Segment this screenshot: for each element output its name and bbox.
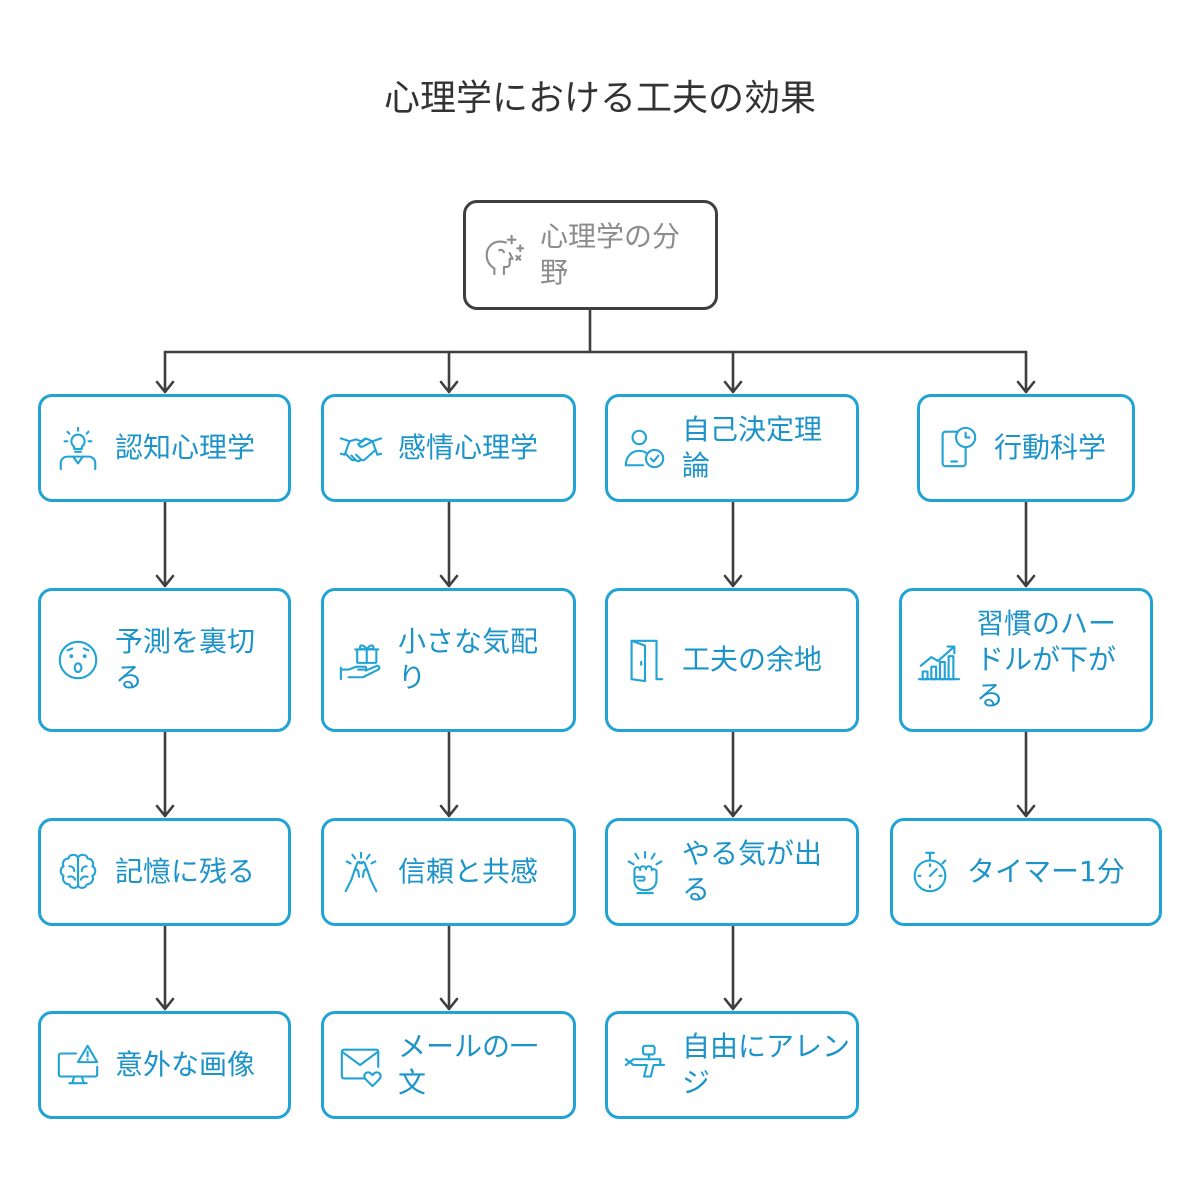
lightbulb-person-icon <box>59 426 97 471</box>
high-five-icon <box>344 851 378 893</box>
person-check-icon <box>624 429 665 469</box>
arrow-col2-1 <box>439 500 459 588</box>
stopwatch-icon <box>913 851 947 893</box>
node-email-sentence: メールの一文 <box>321 1011 576 1119</box>
envelope-heart-icon <box>340 1048 382 1088</box>
monitor-warning-icon <box>57 1044 99 1085</box>
node-label: 習慣のハードルが下がる <box>976 607 1117 712</box>
arrow-root-to-behavioral <box>1016 350 1036 394</box>
surprised-face-icon <box>58 640 98 680</box>
spray-gun-icon <box>624 1044 666 1078</box>
rising-chart-icon <box>917 645 961 681</box>
arrow-root-to-emotional <box>439 350 459 394</box>
hand-gift-icon <box>339 644 381 681</box>
node-emotional-psychology: 感情心理学 <box>321 394 576 502</box>
node-unexpected-image: 意外な画像 <box>38 1011 291 1119</box>
node-label: 認知心理学 <box>115 431 256 464</box>
node-label: 行動科学 <box>994 431 1107 464</box>
node-memorable: 記憶に残る <box>38 818 291 926</box>
arrow-col4-1 <box>1016 500 1036 588</box>
phone-clock-icon <box>941 426 977 468</box>
arrow-root-to-cognitive <box>155 350 175 394</box>
node-one-minute-timer: タイマー1分 <box>890 818 1162 926</box>
node-label: 感情心理学 <box>398 431 539 464</box>
handshake-icon <box>339 437 383 463</box>
node-psychology-fields: 心理学の分野 <box>463 200 718 310</box>
node-label: 予測を裏切る <box>115 625 256 694</box>
node-small-consideration: 小さな気配り <box>321 588 576 732</box>
node-label: 自己決定理論 <box>682 413 823 482</box>
arrow-col3-1 <box>723 500 743 588</box>
node-label: 意外な画像 <box>115 1048 256 1081</box>
node-self-determination-theory: 自己決定理論 <box>605 394 859 502</box>
arrow-root-to-self-determination <box>723 350 743 394</box>
arrow-col2-2 <box>439 730 459 818</box>
fist-icon <box>627 850 663 895</box>
node-trust-empathy: 信頼と共感 <box>321 818 576 926</box>
arrow-col3-2 <box>723 730 743 818</box>
node-free-arrangement: 自由にアレンジ <box>605 1011 859 1119</box>
node-behavioral-science: 行動科学 <box>917 394 1135 502</box>
brain-icon <box>59 853 97 889</box>
node-label: 信頼と共感 <box>398 855 539 888</box>
node-label: タイマー1分 <box>967 855 1125 888</box>
node-defy-expectations: 予測を裏切る <box>38 588 291 732</box>
node-motivation: やる気が出る <box>605 818 859 926</box>
node-label: 自由にアレンジ <box>682 1030 851 1099</box>
arrow-col1-2 <box>155 730 175 818</box>
arrow-col1-1 <box>155 500 175 588</box>
node-label: 記憶に残る <box>115 855 256 888</box>
arrow-col3-3 <box>723 924 743 1011</box>
head-sparkle-icon <box>485 234 525 276</box>
node-lower-habit-hurdle: 習慣のハードルが下がる <box>899 588 1153 732</box>
arrow-col1-3 <box>155 924 175 1011</box>
node-label: メールの一文 <box>398 1030 539 1099</box>
node-label: やる気が出る <box>682 837 823 906</box>
node-label: 工夫の余地 <box>682 643 823 676</box>
node-label: 心理学の分野 <box>540 220 681 289</box>
arrow-col4-2 <box>1016 730 1036 818</box>
diagram-title: 心理学における工夫の効果 <box>383 78 816 119</box>
arrow-col2-3 <box>439 924 459 1011</box>
door-icon <box>630 639 664 683</box>
node-room-for-ingenuity: 工夫の余地 <box>605 588 859 732</box>
node-label: 小さな気配り <box>398 625 539 694</box>
node-cognitive-psychology: 認知心理学 <box>38 394 291 502</box>
